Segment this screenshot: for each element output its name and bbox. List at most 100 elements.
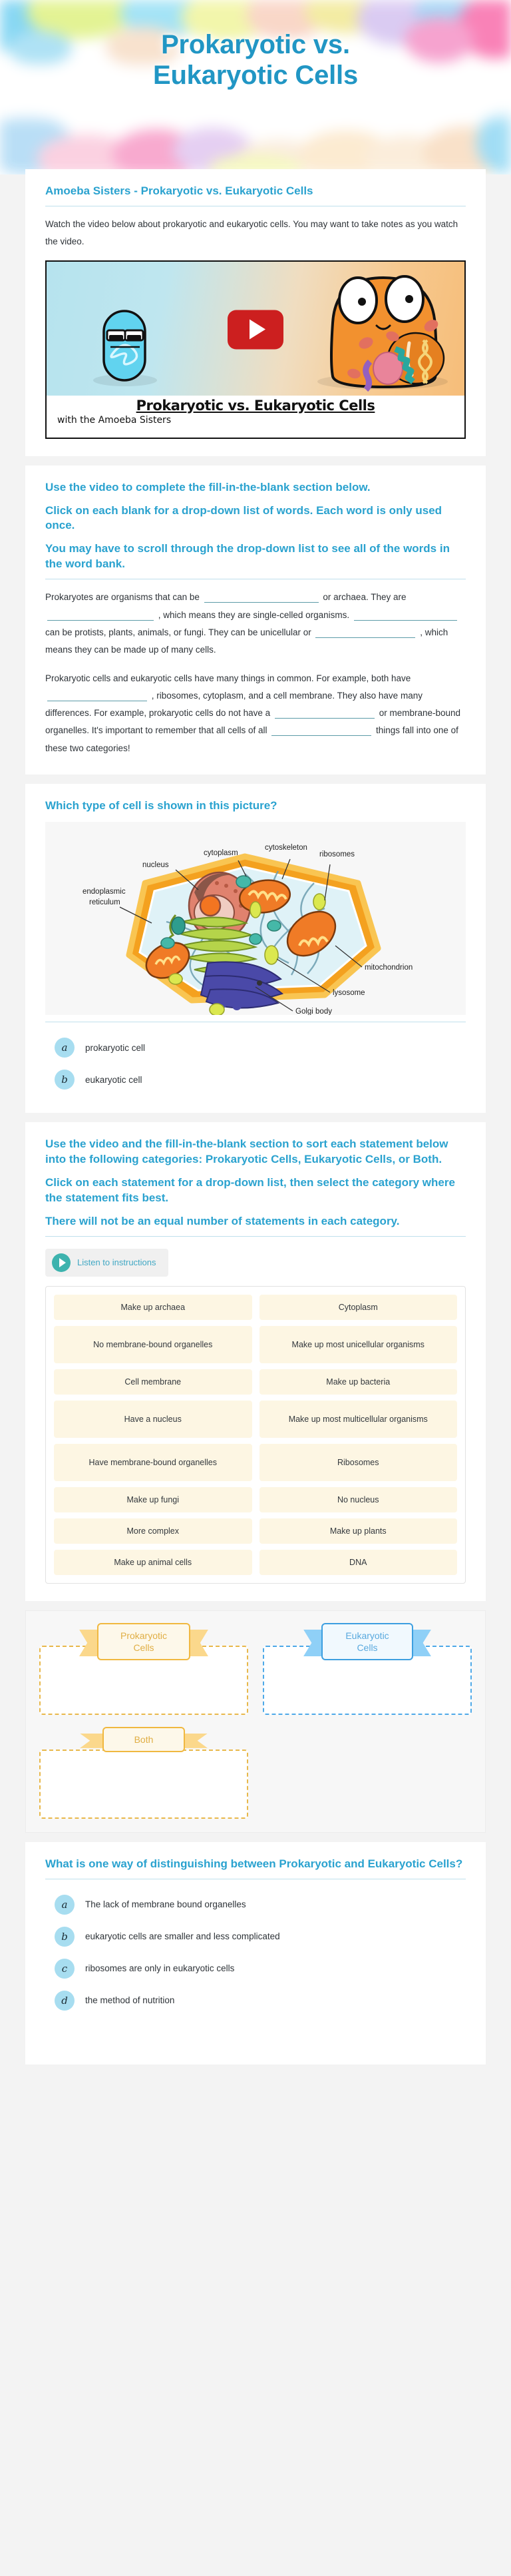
category-drop-zones: Prokaryotic Cells Eukaryotic Cells Both [25, 1610, 486, 1833]
fill-in-blank-card: Use the video to complete the fill-in-th… [25, 465, 486, 775]
option-badge: c [55, 1958, 75, 1979]
diagram-label-er-2: reticulum [89, 898, 120, 906]
text-fragment: or membrane-bound organelles. It's impor… [45, 708, 461, 736]
listen-button-label: Listen to instructions [77, 1257, 156, 1268]
drop-zone-both[interactable]: Both [39, 1726, 248, 1819]
picture-question-card: Which type of cell is shown in this pict… [25, 784, 486, 1113]
statement-tile[interactable]: Make up most multicellular organisms [259, 1400, 457, 1438]
divider [45, 1235, 466, 1237]
statement-tile[interactable]: More complex [54, 1518, 252, 1544]
statement-tile[interactable]: Make up most unicellular organisms [259, 1325, 457, 1363]
picture-option-a[interactable]: a prokaryotic cell [45, 1032, 466, 1064]
statement-tile[interactable]: Cytoplasm [259, 1294, 457, 1320]
fill-in-blank-paragraph-1: Prokaryotes are organisms that can be or… [45, 589, 466, 659]
text-fragment: things fall into one of these two catego… [45, 725, 458, 753]
drop-zone-row-1: Prokaryotic Cells Eukaryotic Cells [39, 1622, 472, 1715]
option-badge: b [55, 1070, 75, 1090]
statement-tile[interactable]: Have membrane-bound organelles [54, 1443, 252, 1481]
fill-in-blank-instruction-2: Click on each blank for a drop-down list… [45, 503, 442, 532]
diagram-label-cytoplasm: cytoplasm [204, 849, 238, 857]
drop-zone-prokaryotic[interactable]: Prokaryotic Cells [39, 1622, 248, 1715]
listen-to-instructions-button[interactable]: Listen to instructions [45, 1248, 168, 1277]
statement-tile[interactable]: DNA [259, 1549, 457, 1575]
page-title: Prokaryotic vs. Eukaryotic Cells [0, 0, 511, 91]
statement-tile[interactable]: Make up fungi [54, 1486, 252, 1512]
diagram-label-lysosome: lysosome [333, 989, 365, 997]
picture-question-title: Which type of cell is shown in this pict… [45, 799, 277, 812]
ribbon-tail-right [413, 1629, 432, 1657]
fill-in-blank-instruction-1: Use the video to complete the fill-in-th… [45, 480, 371, 493]
category-label-prokaryotic: Prokaryotic Cells [97, 1622, 190, 1661]
video-section-title: Amoeba Sisters - Prokaryotic vs. Eukaryo… [45, 184, 313, 197]
blank-input-5[interactable] [47, 690, 147, 701]
ribbon-tail-left [80, 1733, 102, 1748]
statement-tile[interactable]: Make up plants [259, 1518, 457, 1544]
picture-option-b[interactable]: b eukaryotic cell [45, 1064, 466, 1096]
watercolor-background [0, 0, 511, 174]
option-label: prokaryotic cell [85, 1042, 146, 1053]
ribbon-tail-right [185, 1733, 208, 1748]
option-badge: b [55, 1926, 75, 1947]
amoeba-sisters-artwork [93, 274, 448, 392]
statement-tile[interactable]: No membrane-bound organelles [54, 1325, 252, 1363]
option-badge: a [55, 1038, 75, 1058]
text-fragment: or archaea. They are [323, 592, 407, 603]
sorting-instruction-2: Click on each statement for a drop-down … [45, 1175, 455, 1204]
statement-tile[interactable]: Have a nucleus [54, 1400, 252, 1438]
statement-tile[interactable]: No nucleus [259, 1486, 457, 1512]
bottom-spacer [45, 2017, 466, 2047]
final-option-a[interactable]: a The lack of membrane bound organelles [45, 1889, 466, 1921]
statement-tiles-grid: Make up archaea Cytoplasm No membrane-bo… [54, 1294, 457, 1575]
statement-tile[interactable]: Make up archaea [54, 1294, 252, 1320]
page-header: Prokaryotic vs. Eukaryotic Cells [0, 0, 511, 174]
option-badge: d [55, 1990, 75, 2011]
statement-tile[interactable]: Make up bacteria [259, 1369, 457, 1395]
statement-tile[interactable]: Cell membrane [54, 1369, 252, 1395]
fill-in-blank-paragraph-2: Prokaryotic cells and eukaryotic cells h… [45, 670, 466, 758]
ribbon-tail-right [190, 1629, 209, 1657]
statement-tile[interactable]: Ribosomes [259, 1443, 457, 1481]
diagram-label-golgi: Golgi body [295, 1008, 332, 1015]
sorting-section-card: Use the video and the fill-in-the-blank … [25, 1122, 486, 1601]
cell-diagram: cytoplasm cytoskeleton ribosomes nucleus… [45, 822, 466, 1015]
blank-input-4[interactable] [315, 627, 416, 638]
fill-in-blank-instruction-3: You may have to scroll through the drop-… [45, 542, 450, 571]
option-label: the method of nutrition [85, 1995, 175, 2006]
blank-input-7[interactable] [271, 725, 372, 737]
statement-tiles-frame: Make up archaea Cytoplasm No membrane-bo… [45, 1285, 466, 1584]
video-section-description: Watch the video below about prokaryotic … [45, 218, 458, 247]
sorting-instruction-3: There will not be an equal number of sta… [45, 1214, 400, 1227]
text-fragment: can be protists, plants, animals, or fun… [45, 627, 311, 637]
category-ribbon-eukaryotic: Eukaryotic Cells [303, 1622, 432, 1661]
category-ribbon-both: Both [80, 1726, 208, 1752]
diagram-label-mitochondrion: mitochondrion [365, 964, 413, 972]
blank-input-6[interactable] [274, 707, 375, 719]
drop-zone-eukaryotic[interactable]: Eukaryotic Cells [263, 1622, 472, 1715]
diagram-label-cytoskeleton: cytoskeleton [265, 844, 307, 852]
blank-input-3[interactable] [353, 609, 457, 621]
blank-input-1[interactable] [204, 591, 319, 603]
video-thumbnail [47, 261, 464, 398]
blank-input-2[interactable] [47, 609, 154, 621]
video-caption-subtitle: with the Amoeba Sisters [57, 414, 172, 426]
play-button[interactable] [228, 310, 283, 350]
final-option-d[interactable]: d the method of nutrition [45, 1985, 466, 2017]
video-player[interactable]: Prokaryotic vs. Eukaryotic Cells with th… [45, 260, 466, 439]
final-option-b[interactable]: b eukaryotic cells are smaller and less … [45, 1921, 466, 1953]
page-title-line2: Eukaryotic Cells [152, 61, 359, 91]
video-caption-title: Prokaryotic vs. Eukaryotic Cells [136, 397, 375, 414]
ribbon-tail-left [79, 1629, 98, 1657]
diagram-label-ribosomes: ribosomes [319, 850, 355, 858]
text-fragment: , which means they are single-celled org… [158, 609, 350, 620]
video-section-card: Amoeba Sisters - Prokaryotic vs. Eukaryo… [25, 169, 486, 456]
text-fragment: Prokaryotes are organisms that can be [45, 592, 200, 603]
drop-zone-row-2: Both [39, 1726, 472, 1819]
drop-area-both[interactable] [39, 1749, 248, 1819]
final-option-c[interactable]: c ribosomes are only in eukaryotic cells [45, 1953, 466, 1985]
play-triangle [59, 1257, 66, 1267]
eukaryotic-cell-illustration: cytoplasm cytoskeleton ribosomes nucleus… [83, 844, 413, 1015]
option-label: ribosomes are only in eukaryotic cells [85, 1963, 235, 1974]
diagram-label-nucleus: nucleus [142, 861, 169, 869]
statement-tile[interactable]: Make up animal cells [54, 1549, 252, 1575]
option-label: eukaryotic cells are smaller and less co… [85, 1931, 280, 1942]
